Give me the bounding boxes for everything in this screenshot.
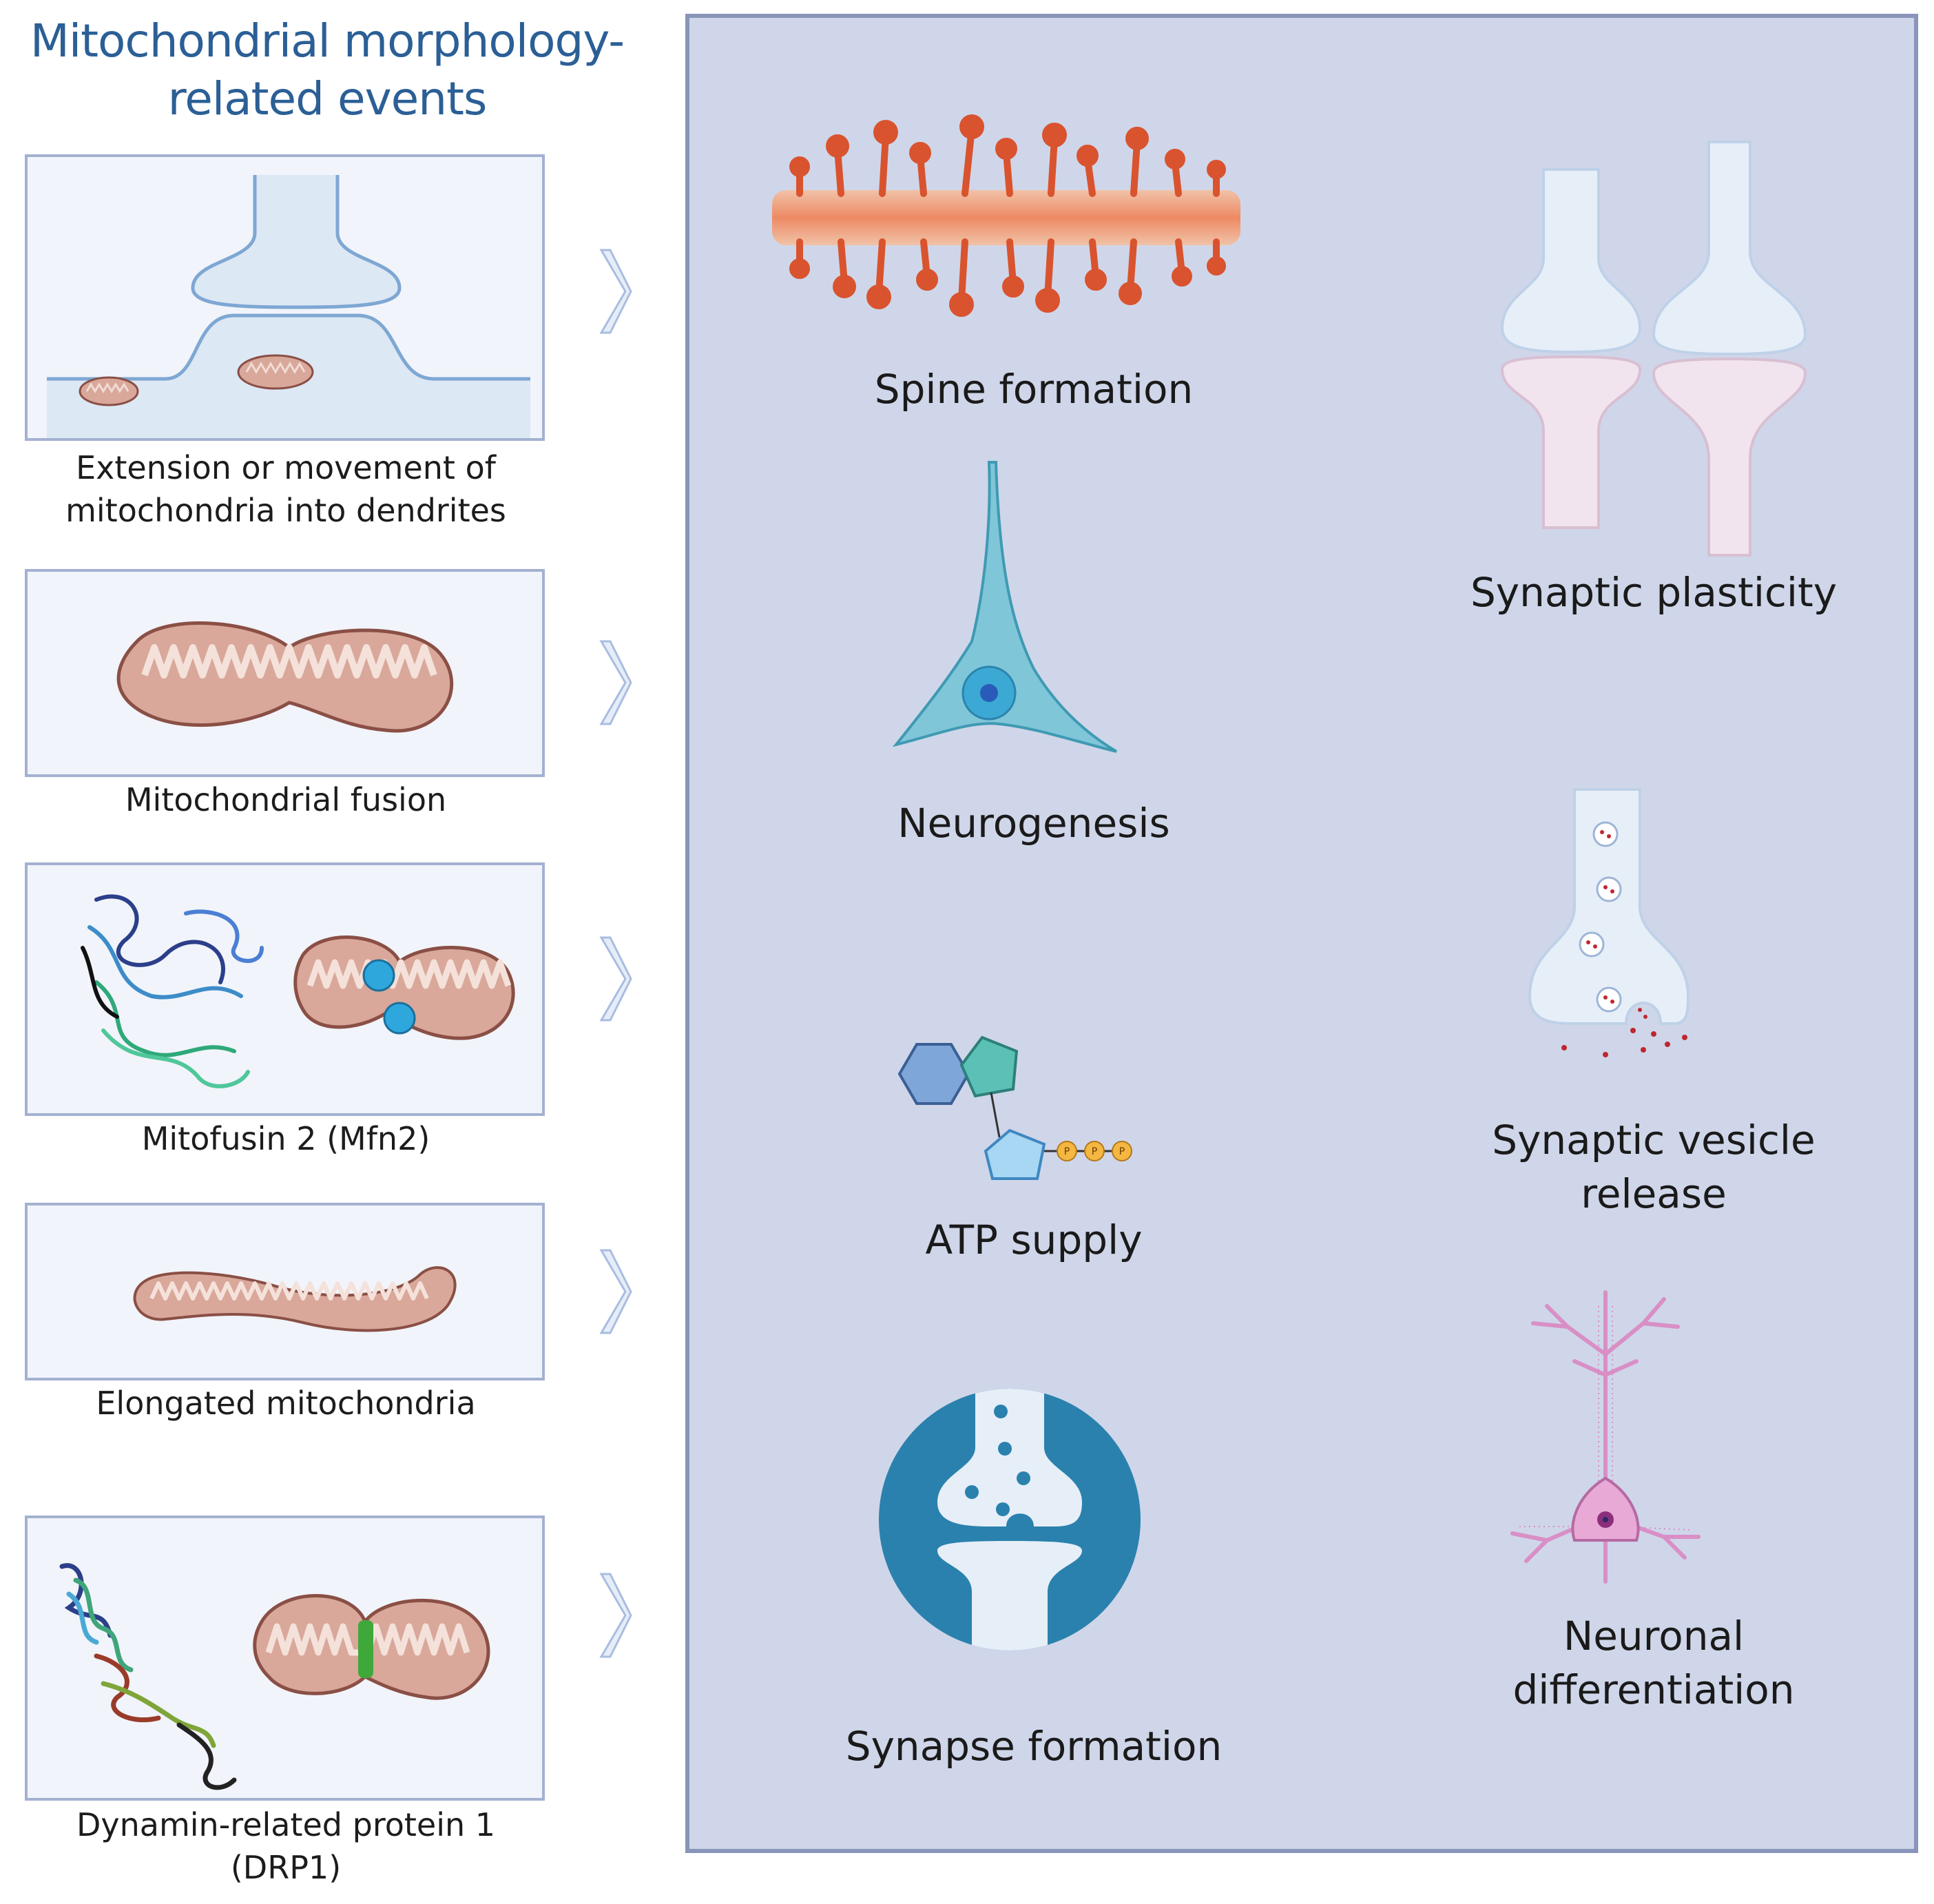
elongated-mitochondrion-icon (133, 1266, 457, 1332)
chevron-right-icon (599, 640, 632, 725)
phosphate-label: P (1064, 1146, 1070, 1157)
drp1-protein-icon (59, 1563, 490, 1790)
title-line-2: related events (167, 72, 488, 125)
mitochondria-fusion-icon (116, 621, 454, 733)
event-box-drp1 (25, 1515, 545, 1801)
caption-mfn2: Mitofusin 2 (Mfn2) (141, 1120, 430, 1157)
chevron-right-icon (599, 936, 632, 1022)
phosphate-label: P (1092, 1146, 1097, 1157)
mfn2-protein-icon (81, 894, 515, 1088)
label-synapse-formation: Synapse formation (845, 1723, 1223, 1770)
atp-molecule-icon: P P P (897, 1035, 1132, 1180)
label-atp-supply: ATP supply (925, 1217, 1143, 1263)
neuron-cell-icon (892, 461, 1118, 753)
outcomes-panel: Spine formation Synaptic plasticity Neur… (685, 14, 1918, 1853)
caption-fusion: Mitochondrial fusion (125, 781, 447, 818)
vesicle-release-icon (1528, 788, 1690, 1057)
synapse-formation-icon (879, 1389, 1141, 1651)
protein-structure-icon (81, 894, 264, 1088)
title-line-1: Mitochondrial morphology- (30, 14, 625, 68)
label-spine-formation: Spine formation (874, 366, 1194, 413)
caption-elongated: Elongated mitochondria (96, 1385, 476, 1422)
event-box-dendrite-extension (25, 154, 545, 441)
drp1-structure-icon (59, 1563, 237, 1790)
chevron-right-icon (599, 1573, 632, 1658)
event-box-fusion (25, 569, 545, 777)
figure-title: Mitochondrial morphology- related events (0, 12, 654, 128)
phosphate-label: P (1119, 1146, 1125, 1157)
label-synaptic-vesicle-release: Synaptic vesicle release (1492, 1117, 1816, 1217)
chevron-right-icon (599, 249, 632, 334)
synaptic-plasticity-icon (1500, 141, 1807, 557)
label-synaptic-plasticity: Synaptic plasticity (1470, 569, 1838, 616)
label-neurogenesis: Neurogenesis (897, 800, 1170, 847)
caption-dendrite-extension: Extension or movement of mitochondria in… (65, 449, 506, 529)
caption-drp1: Dynamin-related protein 1 (DRP1) (76, 1806, 496, 1886)
event-box-elongated (25, 1203, 545, 1380)
chevron-right-icon (599, 1249, 632, 1334)
differentiated-neuron-icon (1510, 1290, 1701, 1584)
label-neuronal-differentiation: Neuronal differentiation (1512, 1613, 1795, 1713)
dendrite-synapse-icon (47, 157, 530, 438)
event-box-mfn2 (25, 862, 545, 1116)
dendritic-spine-icon (772, 114, 1240, 317)
